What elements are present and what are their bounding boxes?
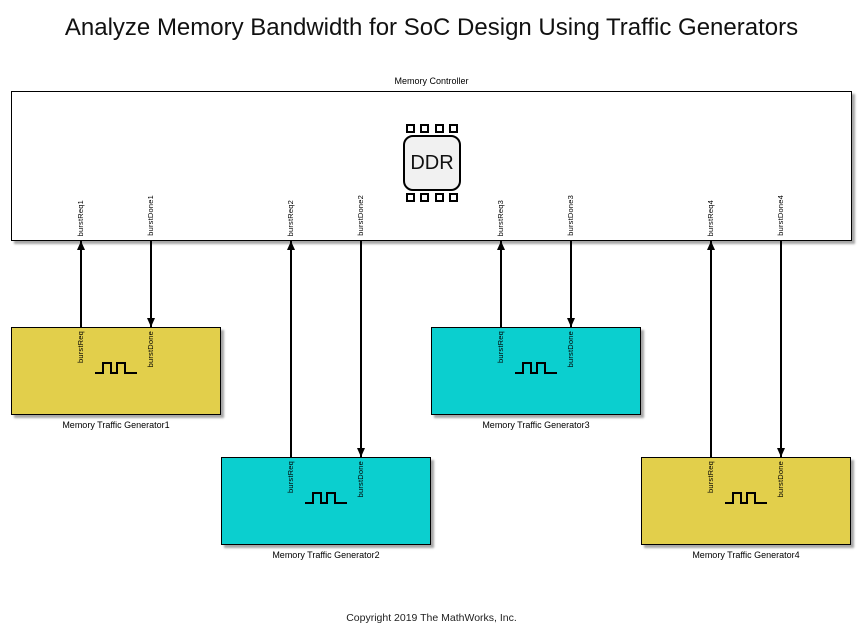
ddr-chip-icon: DDR [403,124,461,202]
port-label-burstreq1: burstReq1 [76,199,85,236]
gen1-port-burstreq: burstReq [76,331,85,364]
traffic-generator2-label: Memory Traffic Generator2 [272,550,380,560]
arrowhead-burstdone1-icon [147,318,155,327]
gen3-port-burstdone: burstDone [566,331,575,368]
port-label-burstreq4: burstReq4 [706,199,715,236]
arrowhead-burstreq2-icon [287,241,295,250]
traffic-generator4-block[interactable]: burstReq burstDone [641,457,851,545]
traffic-generator1-label: Memory Traffic Generator1 [62,420,170,430]
gen1-port-burstdone: burstDone [146,331,155,368]
chip-pin [448,193,458,202]
wire-burstdone4[interactable] [780,241,782,457]
diagram-title: Analyze Memory Bandwidth for SoC Design … [64,14,799,41]
wire-burstdone3[interactable] [570,241,572,327]
chip-pin [434,124,444,133]
wire-burstreq4[interactable] [710,241,712,457]
gen2-port-burstreq: burstReq [286,461,295,494]
memory-controller-label: Memory Controller [394,76,469,86]
arrowhead-burstdone3-icon [567,318,575,327]
memory-controller-block[interactable]: DDR burstReq1 burstDone1 burstReq2 burst… [11,91,852,241]
pulse-waveform-icon [515,362,557,374]
port-label-burstdone4: burstDone4 [776,195,785,236]
wire-burstdone1[interactable] [150,241,152,327]
wire-burstreq3[interactable] [500,241,502,327]
gen3-port-burstreq: burstReq [496,331,505,364]
gen4-port-burstdone: burstDone [776,461,785,498]
port-label-burstdone2: burstDone2 [356,195,365,236]
ddr-chip-pins-top [406,124,458,133]
port-label-burstdone3: burstDone3 [566,195,575,236]
chip-pin [406,124,415,133]
gen2-port-burstdone: burstDone [356,461,365,498]
chip-pin [448,124,458,133]
gen4-port-burstreq: burstReq [706,461,715,494]
port-label-burstdone1: burstDone1 [146,195,155,236]
arrowhead-burstreq4-icon [707,241,715,250]
wire-burstreq2[interactable] [290,241,292,457]
pulse-waveform-icon [305,492,347,504]
traffic-generator3-label: Memory Traffic Generator3 [482,420,590,430]
chip-pin [420,124,430,133]
arrowhead-burstreq1-icon [77,241,85,250]
traffic-generator2-block[interactable]: burstReq burstDone [221,457,431,545]
arrowhead-burstdone4-icon [777,448,785,457]
port-label-burstreq2: burstReq2 [286,199,295,236]
chip-pin [420,193,430,202]
ddr-chip-body: DDR [403,135,461,191]
chip-pin [406,193,415,202]
pulse-waveform-icon [725,492,767,504]
pulse-waveform-icon [95,362,137,374]
arrowhead-burstdone2-icon [357,448,365,457]
traffic-generator3-block[interactable]: burstReq burstDone [431,327,641,415]
wire-burstreq1[interactable] [80,241,82,327]
copyright-text: Copyright 2019 The MathWorks, Inc. [346,612,517,624]
ddr-chip-pins-bottom [406,193,458,202]
port-label-burstreq3: burstReq3 [496,199,505,236]
chip-pin [434,193,444,202]
traffic-generator4-label: Memory Traffic Generator4 [692,550,800,560]
arrowhead-burstreq3-icon [497,241,505,250]
traffic-generator1-block[interactable]: burstReq burstDone [11,327,221,415]
wire-burstdone2[interactable] [360,241,362,457]
